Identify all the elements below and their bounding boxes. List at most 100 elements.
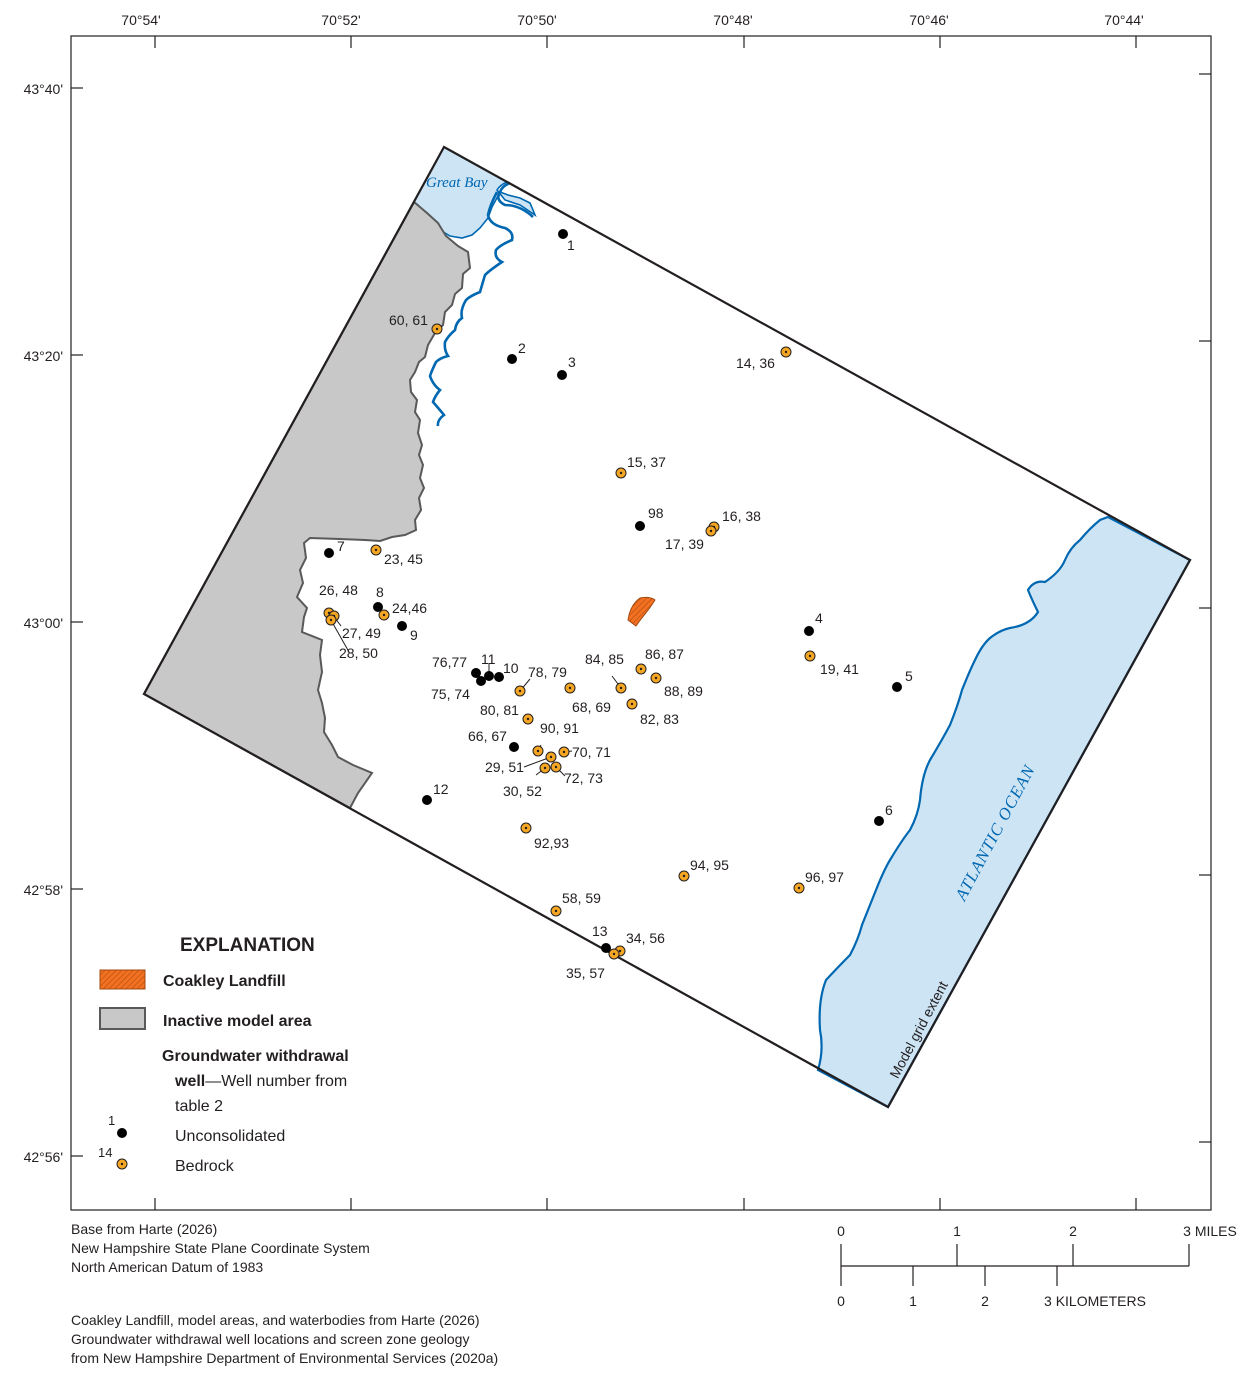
- bedrock-well-marker: [615, 682, 627, 694]
- scale-bar: 0 1 2 3 MILES 0 1 2 3 KILOMETERS: [837, 1223, 1237, 1309]
- lon-label: 70°48': [713, 12, 752, 28]
- lon-label: 70°50': [517, 12, 556, 28]
- bedrock-well-marker: [558, 746, 570, 758]
- well-label: 66, 67: [468, 728, 507, 744]
- lon-label: 70°52': [321, 12, 360, 28]
- unconsolidated-well-marker: [476, 676, 486, 686]
- legend-unconsolidated-number: 1: [108, 1113, 115, 1128]
- bedrock-well-dot: [709, 529, 713, 533]
- bedrock-well-dot: [543, 766, 547, 770]
- well-label: 7: [337, 538, 345, 554]
- bedrock-well-marker: [522, 713, 534, 725]
- bedrock-well-marker: [532, 745, 544, 757]
- bedrock-well-dot: [630, 702, 634, 706]
- well-label: 30, 52: [503, 783, 542, 799]
- bedrock-well-dot: [797, 886, 801, 890]
- bedrock-well-marker: [793, 882, 805, 894]
- legend-landfill-label: Coakley Landfill: [163, 973, 286, 990]
- credit-line: North American Datum of 1983: [71, 1259, 264, 1275]
- bedrock-well-marker: [608, 948, 620, 960]
- unconsolidated-well-marker: [558, 229, 568, 239]
- well-label: 23, 45: [384, 551, 423, 567]
- legend-wells-heading-rest: —Well number from: [205, 1073, 347, 1090]
- well-label: 16, 38: [722, 508, 761, 524]
- bedrock-well-dot: [549, 755, 553, 759]
- lon-label: 70°46': [909, 12, 948, 28]
- unconsolidated-well-marker: [635, 521, 645, 531]
- great-bay-label: Great Bay: [426, 175, 488, 191]
- bedrock-well-marker: [378, 609, 390, 621]
- river: [428, 181, 534, 427]
- unconsolidated-well-marker: [324, 548, 334, 558]
- legend-bedrock-symbol-dot: [120, 1162, 124, 1166]
- bedrock-well-marker: [370, 544, 382, 556]
- well-label: 26, 48: [319, 582, 358, 598]
- coakley-landfill: [627, 596, 656, 627]
- well-label: 5: [905, 668, 913, 684]
- legend-wells-heading-bold: well: [174, 1073, 205, 1090]
- well-label: 27, 49: [342, 625, 381, 641]
- model-grid-extent: [142, 145, 1192, 1109]
- bedrock-well-marker: [635, 663, 647, 675]
- legend-landfill-swatch: [99, 969, 146, 990]
- legend-bedrock-label: Bedrock: [175, 1158, 235, 1175]
- well-label: 13: [592, 923, 608, 939]
- bedrock-well-marker: [780, 346, 792, 358]
- credit-line: Groundwater withdrawal well locations an…: [71, 1331, 470, 1347]
- well-label: 4: [815, 610, 823, 626]
- well-label: 10: [503, 660, 519, 676]
- atlantic-ocean-area: [816, 515, 1192, 1109]
- bedrock-well-marker: [550, 761, 562, 773]
- well-label: 6: [885, 802, 893, 818]
- legend-title: EXPLANATION: [180, 935, 315, 956]
- unconsolidated-well-marker: [494, 672, 504, 682]
- unconsolidated-well-marker: [509, 742, 519, 752]
- well-label: 70, 71: [572, 744, 611, 760]
- well-label: 96, 97: [805, 869, 844, 885]
- scale-mile-label: 2: [1069, 1223, 1077, 1239]
- lat-label: 42°58': [24, 882, 63, 898]
- bedrock-well-dot: [382, 613, 386, 617]
- bedrock-well-marker: [325, 614, 337, 626]
- bedrock-well-marker: [545, 751, 557, 763]
- lat-label: 42°56': [24, 1149, 63, 1165]
- well-label: 68, 69: [572, 699, 611, 715]
- bedrock-well-dot: [524, 826, 528, 830]
- unconsolidated-wells: [324, 229, 902, 953]
- well-label: 35, 57: [566, 965, 605, 981]
- lat-label: 43°20': [24, 348, 63, 364]
- unconsolidated-well-marker: [507, 354, 517, 364]
- well-label: 8: [376, 584, 384, 600]
- scale-km-label: 2: [981, 1293, 989, 1309]
- well-label: 94, 95: [690, 857, 729, 873]
- bedrock-well-dot: [518, 689, 522, 693]
- bedrock-well-dot: [568, 686, 572, 690]
- well-label: 17, 39: [665, 536, 704, 552]
- bedrock-well-dot: [639, 667, 643, 671]
- well-label: 75, 74: [431, 686, 470, 702]
- bedrock-well-marker: [564, 682, 576, 694]
- bedrock-well-marker: [539, 762, 551, 774]
- bedrock-well-dot: [554, 909, 558, 913]
- legend-wells-heading-line3: table 2: [175, 1098, 223, 1115]
- legend-wells-heading: Groundwater withdrawal: [162, 1048, 349, 1065]
- well-label: 1: [567, 237, 575, 253]
- well-label: 15, 37: [627, 454, 666, 470]
- well-label: 58, 59: [562, 890, 601, 906]
- unconsolidated-well-marker: [471, 668, 481, 678]
- well-label: 34, 56: [626, 930, 665, 946]
- legend: EXPLANATION Coakley Landfill Inactive mo…: [98, 935, 349, 1175]
- bedrock-well-dot: [526, 717, 530, 721]
- credit-line: Coakley Landfill, model areas, and water…: [71, 1312, 480, 1328]
- scale-mile-label: 0: [837, 1223, 845, 1239]
- unconsolidated-well-marker: [874, 816, 884, 826]
- well-label: 24,46: [392, 600, 427, 616]
- unconsolidated-well-marker: [484, 671, 494, 681]
- bedrock-well-dot: [374, 548, 378, 552]
- well-label: 98: [648, 505, 664, 521]
- scale-km-label: 0: [837, 1293, 845, 1309]
- credit-line: New Hampshire State Plane Coordinate Sys…: [71, 1240, 370, 1256]
- frame-ticks: [71, 36, 1211, 1210]
